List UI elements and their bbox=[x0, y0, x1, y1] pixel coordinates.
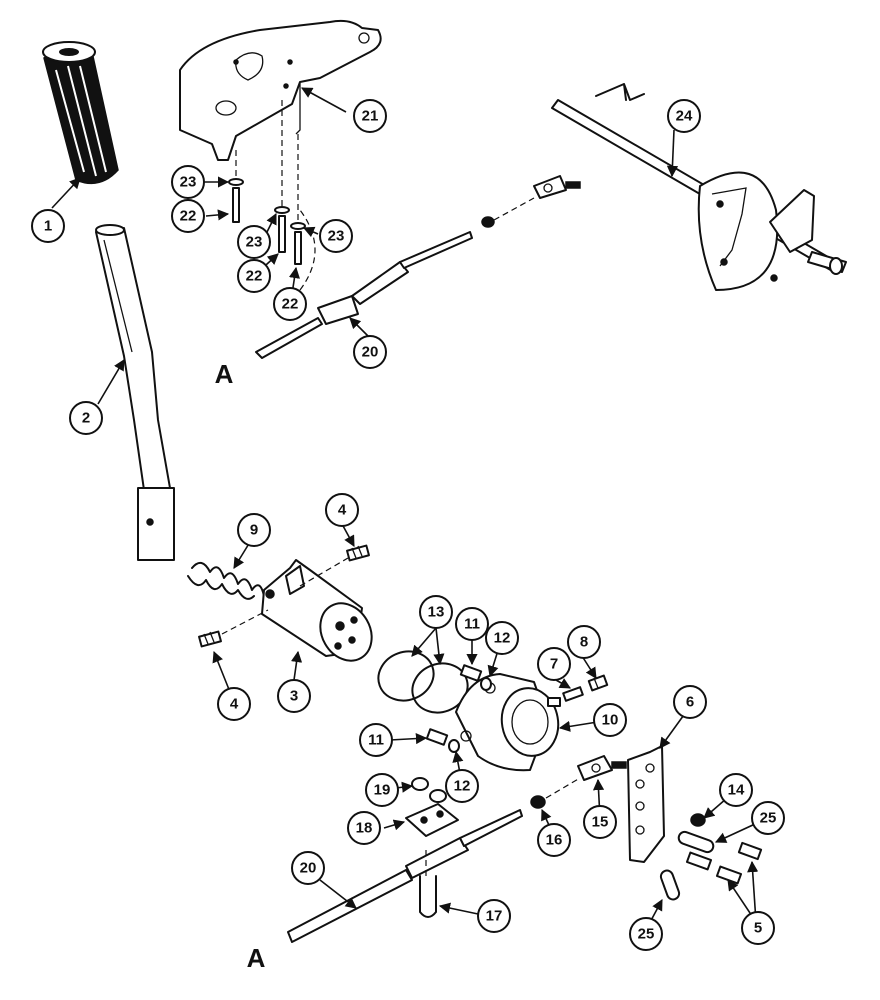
clamp-plate-part bbox=[405, 803, 459, 837]
callout-label: 15 bbox=[592, 814, 609, 831]
flange-housing-part bbox=[455, 673, 561, 772]
callout: 20 bbox=[353, 335, 387, 369]
callout: 11 bbox=[455, 607, 489, 641]
callout-label: 6 bbox=[686, 694, 694, 711]
callout: 4 bbox=[217, 687, 251, 721]
ball-joint-lower-part bbox=[577, 755, 627, 781]
callout-label: 1 bbox=[44, 218, 52, 235]
mounting-bracket-lower-part bbox=[627, 745, 665, 863]
set-screw-upper-part bbox=[299, 544, 370, 587]
callout-label: 20 bbox=[300, 860, 317, 877]
callout-label: 4 bbox=[230, 696, 239, 713]
reference-letter-upper: A bbox=[215, 359, 234, 389]
callout-label: 22 bbox=[282, 296, 299, 313]
callout-label: 2 bbox=[82, 410, 90, 427]
callout-label: 4 bbox=[338, 502, 347, 519]
callout: 17 bbox=[477, 899, 511, 933]
callout: 25 bbox=[751, 801, 785, 835]
hex-bolt-pair-part bbox=[685, 841, 763, 885]
callout-label: 7 bbox=[550, 656, 558, 673]
spring-part bbox=[187, 561, 265, 600]
callout-label: 9 bbox=[250, 522, 258, 539]
shift-shaft-assembly-part bbox=[551, 83, 847, 291]
bracket-plate-part bbox=[179, 19, 382, 161]
callout: 15 bbox=[583, 805, 617, 839]
dowel-pin-part bbox=[659, 830, 715, 901]
callout: 12 bbox=[485, 621, 519, 655]
callout-label: 23 bbox=[246, 234, 263, 251]
callout: 22 bbox=[237, 259, 271, 293]
callout: 3 bbox=[277, 679, 311, 713]
callout: 23 bbox=[237, 225, 271, 259]
callout: 1 bbox=[31, 209, 65, 243]
callout: 23 bbox=[319, 219, 353, 253]
callout: 7 bbox=[537, 647, 571, 681]
callout-label: 12 bbox=[454, 778, 471, 795]
callout-label: 13 bbox=[428, 604, 445, 621]
screw-washer-lower-part bbox=[425, 728, 460, 753]
callout-label: 25 bbox=[638, 926, 655, 943]
callout-label: 21 bbox=[362, 108, 379, 125]
reference-letter-lower: A bbox=[247, 943, 266, 973]
nut-part bbox=[690, 813, 706, 827]
callout: 23 bbox=[171, 165, 205, 199]
callout-label: 16 bbox=[546, 832, 563, 849]
control-cable-upper-part bbox=[255, 175, 581, 359]
cylinder-housing-part bbox=[261, 559, 373, 662]
callout-label: 23 bbox=[180, 174, 197, 191]
callout-label: 20 bbox=[362, 344, 379, 361]
callout-label: 5 bbox=[754, 920, 762, 937]
callout: 11 bbox=[359, 723, 393, 757]
callout: 22 bbox=[171, 199, 205, 233]
callout: 6 bbox=[673, 685, 707, 719]
callout: 22 bbox=[273, 287, 307, 321]
callout: 24 bbox=[667, 99, 701, 133]
callout: 5 bbox=[741, 911, 775, 945]
callout: 20 bbox=[291, 851, 325, 885]
callout: 18 bbox=[347, 811, 381, 845]
callout-label: 22 bbox=[180, 208, 197, 225]
callout-label: 12 bbox=[494, 630, 511, 647]
pin-part bbox=[562, 686, 584, 702]
callout: 13 bbox=[419, 595, 453, 629]
callout: 8 bbox=[567, 625, 601, 659]
callout: 19 bbox=[365, 773, 399, 807]
callout-label: 22 bbox=[246, 268, 263, 285]
lock-nut-part bbox=[530, 777, 581, 809]
plug-screw-part bbox=[587, 674, 609, 692]
callout: 21 bbox=[353, 99, 387, 133]
callout: 9 bbox=[237, 513, 271, 547]
callout-label: 23 bbox=[328, 228, 345, 245]
nut-pair-part bbox=[411, 777, 447, 803]
callout-label: 11 bbox=[464, 616, 480, 633]
u-bolt-part bbox=[419, 875, 437, 918]
hand-grip-part bbox=[42, 41, 119, 185]
callout: 4 bbox=[325, 493, 359, 527]
callout: 16 bbox=[537, 823, 571, 857]
bolt-washer-set bbox=[228, 100, 306, 265]
screw-washer-upper-part bbox=[459, 664, 492, 691]
set-screw-lower-part bbox=[198, 609, 269, 648]
callout: 10 bbox=[593, 703, 627, 737]
callout-label: 17 bbox=[486, 908, 503, 925]
callout: 25 bbox=[629, 917, 663, 951]
callout-label: 10 bbox=[602, 712, 619, 729]
o-ring-pair-part bbox=[377, 650, 469, 714]
callout-label: 25 bbox=[760, 810, 777, 827]
callout-label: 24 bbox=[676, 108, 693, 125]
callout-label: 11 bbox=[368, 732, 384, 749]
shift-lever-part bbox=[95, 224, 175, 561]
callout-label: 14 bbox=[728, 782, 745, 799]
callout: 14 bbox=[719, 773, 753, 807]
callout-label: 18 bbox=[356, 820, 373, 837]
callout: 12 bbox=[445, 769, 479, 803]
callout: 2 bbox=[69, 401, 103, 435]
callout-label: 8 bbox=[580, 634, 588, 651]
callout-label: 19 bbox=[374, 782, 391, 799]
callout-label: 3 bbox=[290, 688, 298, 705]
